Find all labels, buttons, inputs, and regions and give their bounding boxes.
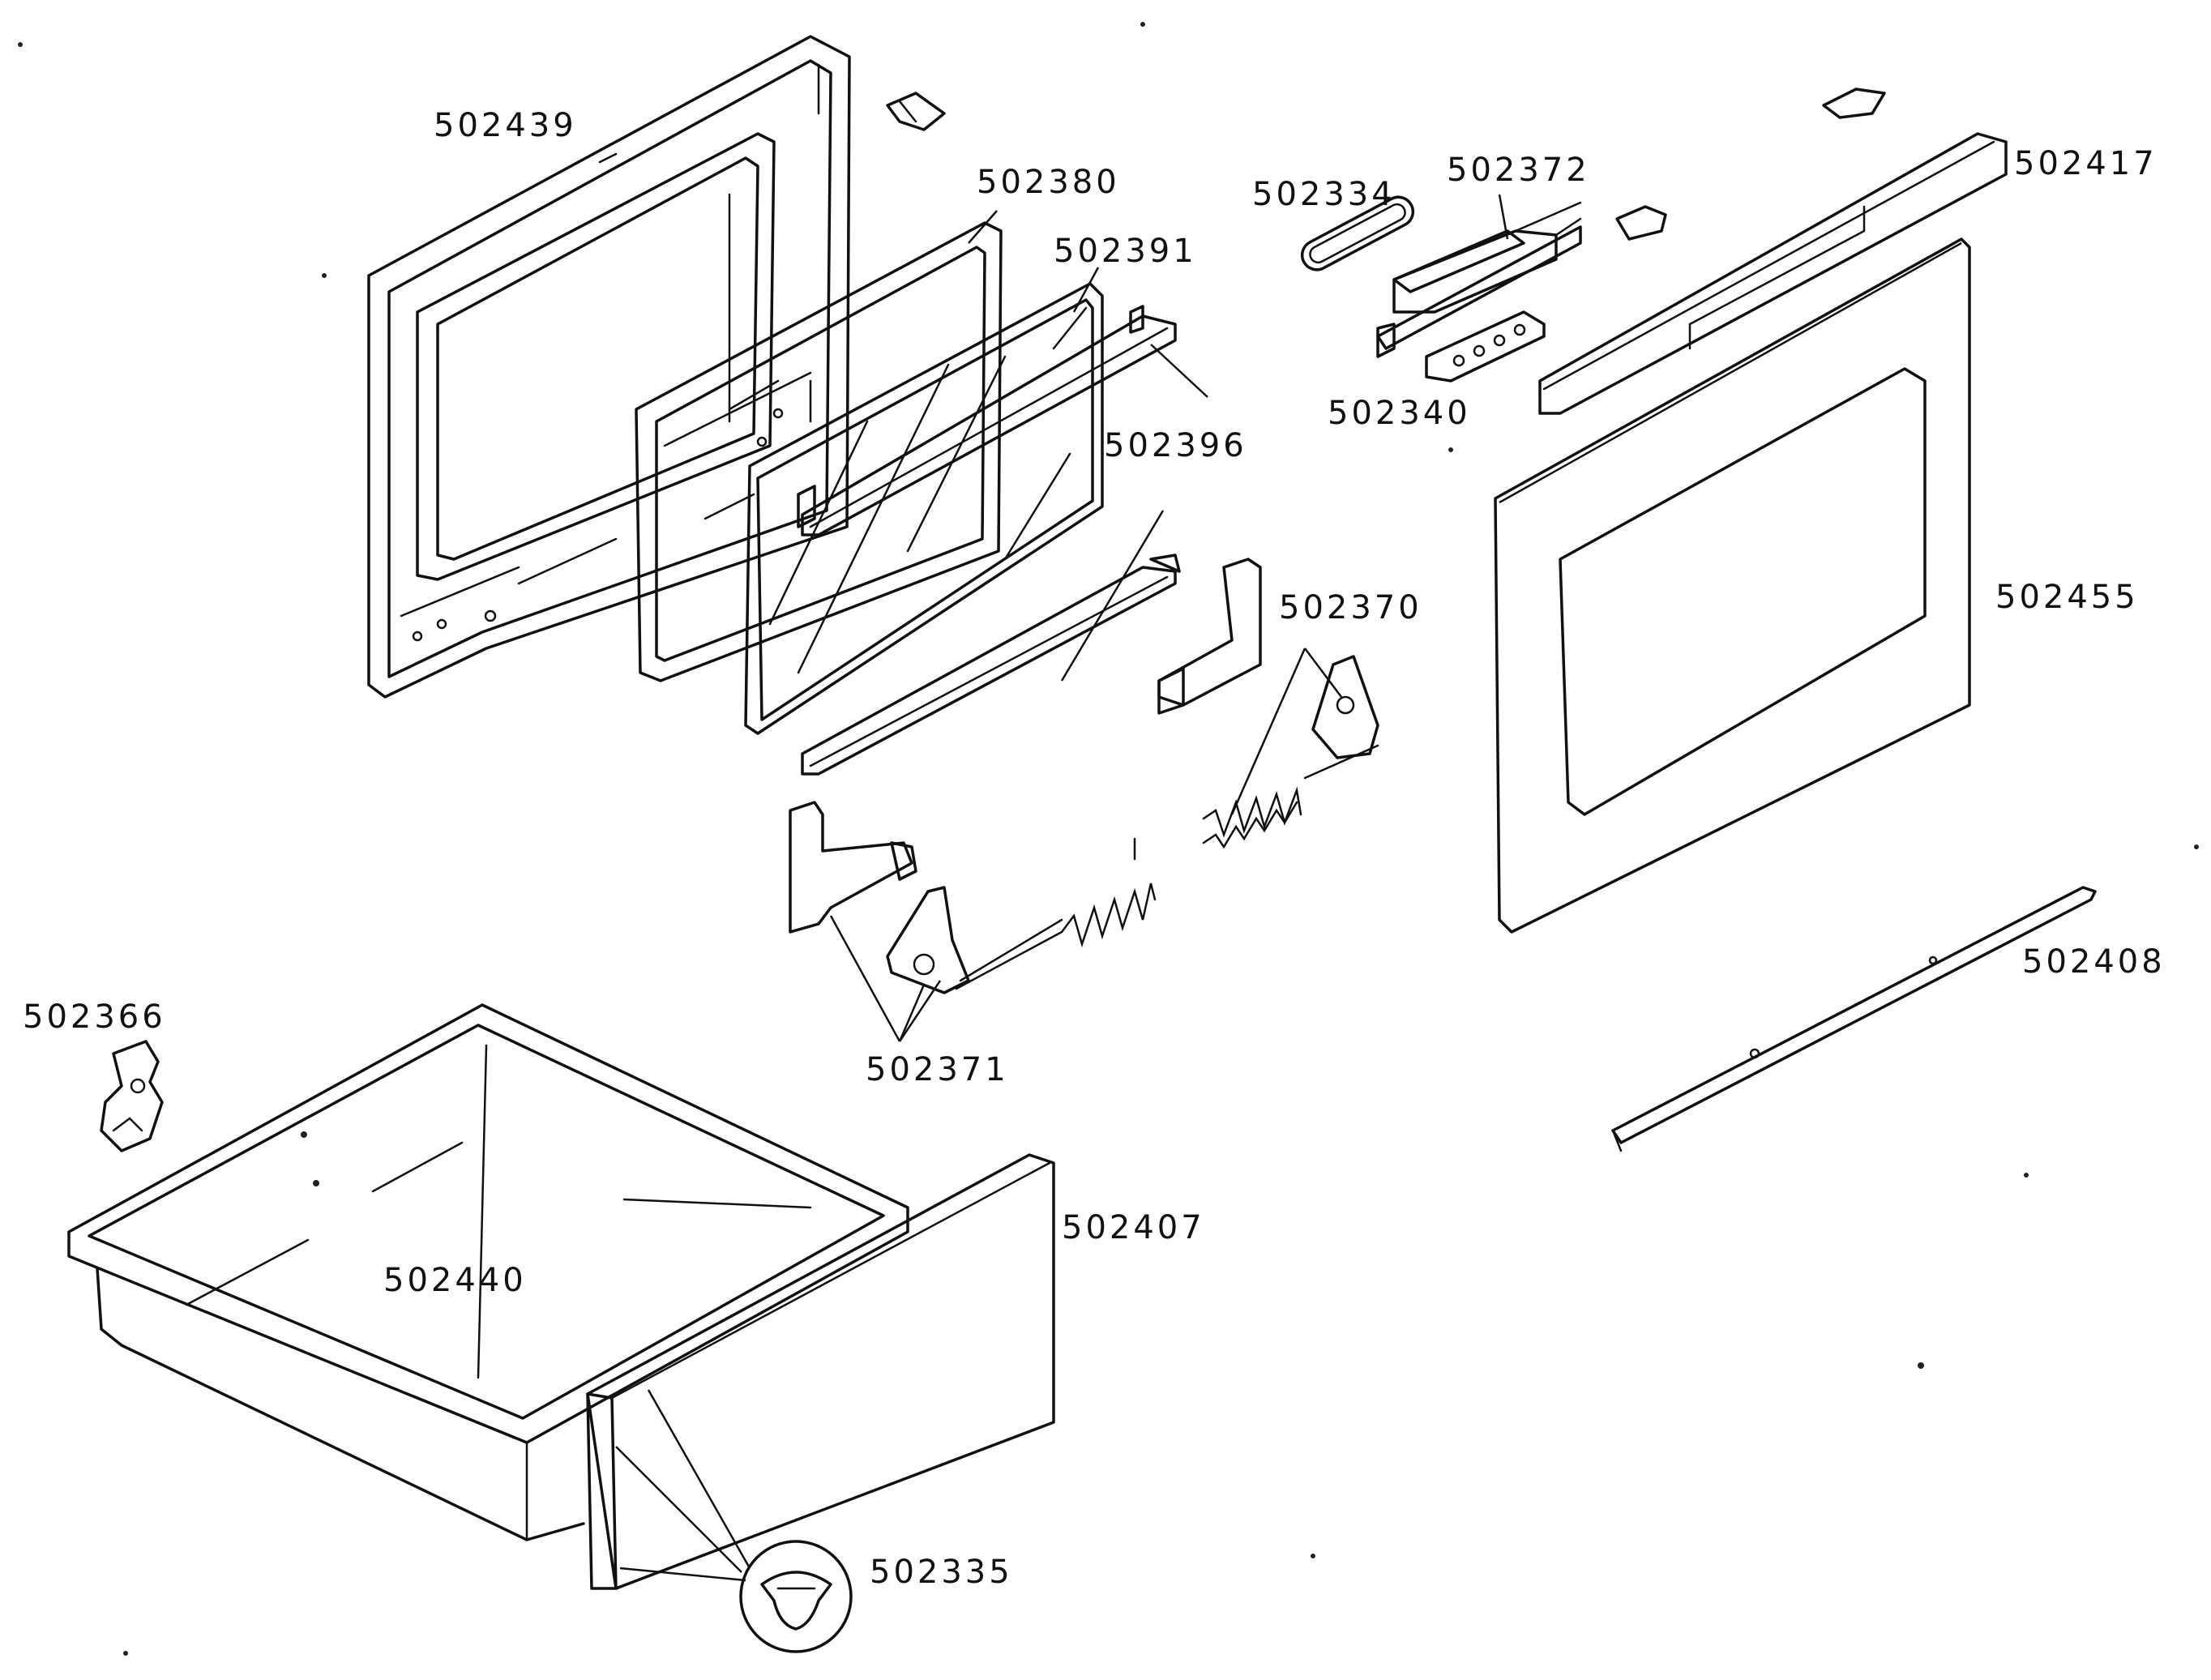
part-502366-hook-clip (100, 1040, 164, 1152)
label-502407: 502407 (1062, 1209, 1205, 1246)
part-502396-upper-rail (797, 305, 1177, 536)
part-502334-gasket-ring (1300, 195, 1415, 271)
label-502334: 502334 (1252, 176, 1396, 213)
part-502439-inner-frame (367, 35, 851, 699)
part-502396-lower-rail (801, 554, 1181, 776)
part-502335-fastener (739, 1540, 853, 1653)
label-502408: 502408 (2022, 943, 2166, 981)
label-502417: 502417 (2014, 145, 2158, 182)
part-502407-drawer-front (586, 1153, 1055, 1590)
part-502408-bottom-strip (1611, 886, 2097, 1152)
label-502440: 502440 (383, 1262, 527, 1299)
spring-left (1060, 837, 1157, 948)
spring-right (1202, 786, 1302, 849)
label-502371: 502371 (866, 1051, 1009, 1088)
label-502380: 502380 (977, 164, 1120, 201)
part-502440-drawer-tray (67, 1003, 909, 1541)
part-502417-top-trim (1538, 132, 2008, 415)
part-502370-right-hinge (1157, 558, 1379, 780)
label-502370: 502370 (1279, 589, 1422, 626)
label-502335: 502335 (870, 1554, 1013, 1591)
clip-right-small (1615, 88, 1886, 241)
label-502455: 502455 (1995, 579, 2139, 616)
label-502439: 502439 (434, 107, 577, 144)
clip-top (886, 92, 946, 131)
label-502396: 502396 (1104, 427, 1247, 464)
label-502340: 502340 (1328, 395, 1471, 432)
label-502391: 502391 (1054, 233, 1197, 270)
label-502372: 502372 (1447, 152, 1590, 189)
part-502455-outer-door (1494, 237, 1971, 934)
label-502366: 502366 (23, 998, 166, 1036)
part-502380-glass-frame (635, 221, 1003, 682)
part-502340-switch-plate (1425, 310, 1546, 383)
part-502372-handle-bracket (1376, 201, 1582, 358)
part-502371-left-hinge (789, 801, 1063, 994)
